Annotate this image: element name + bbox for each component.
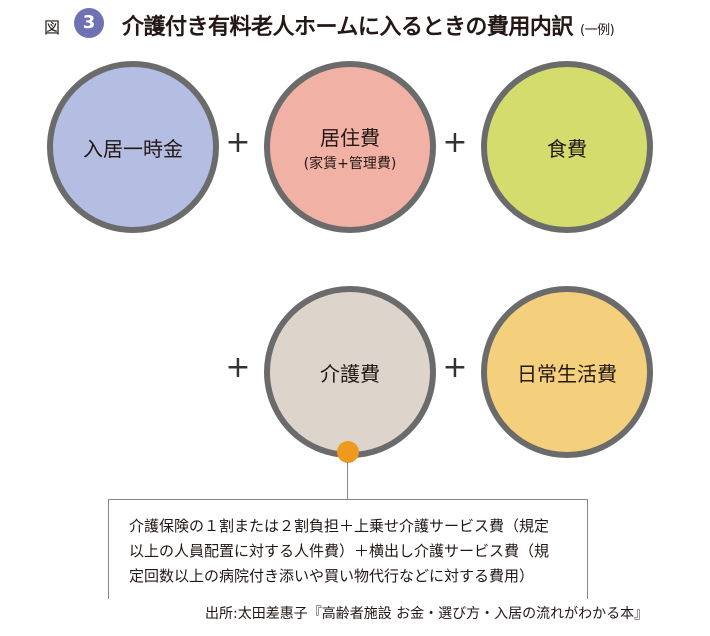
title-note: (一例) <box>580 23 615 38</box>
circle-label: 食費 <box>547 136 587 161</box>
circle-label: 日常生活費 <box>517 361 617 386</box>
note-line: 介護保険の１割または２割負担＋上乗せ介護サービス費（規定 <box>129 517 550 535</box>
note-line: 以上の人員配置に対する人件費）＋横出し介護サービス費（規 <box>129 542 550 560</box>
connector-dot <box>337 441 359 463</box>
plus-sign: + <box>225 350 251 385</box>
circle-sublabel: (家賃+管理費) <box>303 155 397 172</box>
circle-food-cost: 食費 <box>481 61 653 233</box>
plus-sign: + <box>225 125 251 160</box>
circle-label: 入居一時金 <box>83 136 183 161</box>
circle-label: 介護費 <box>320 361 380 386</box>
figure-number-badge: 3 <box>74 8 104 38</box>
plus-sign: + <box>442 125 468 160</box>
circle-living-cost: 日常生活費 <box>481 286 653 458</box>
circle-housing-cost: 居住費 (家賃+管理費) <box>264 61 436 233</box>
connector-line <box>347 462 348 500</box>
circle-care-cost: 介護費 <box>264 286 436 458</box>
circle-entrance-fee: 入居一時金 <box>47 61 219 233</box>
care-cost-note-box: 介護保険の１割または２割負担＋上乗せ介護サービス費（規定 以上の人員配置に対する… <box>108 499 588 599</box>
circle-label: 居住費 <box>320 125 380 150</box>
plus-sign: + <box>442 350 468 385</box>
note-line: 定回数以上の病院付き添いや買い物代行などに対する費用） <box>129 567 535 585</box>
source-citation: 出所:太田差惠子『高齢者施設 お金・選び方・入居の流れがわかる本』 <box>205 606 649 622</box>
title-text: 介護付き有料老人ホームに入るときの費用内訳 <box>122 15 573 40</box>
figure-title: 介護付き有料老人ホームに入るときの費用内訳 (一例) <box>122 9 615 41</box>
figure-label: 図 <box>44 18 61 37</box>
